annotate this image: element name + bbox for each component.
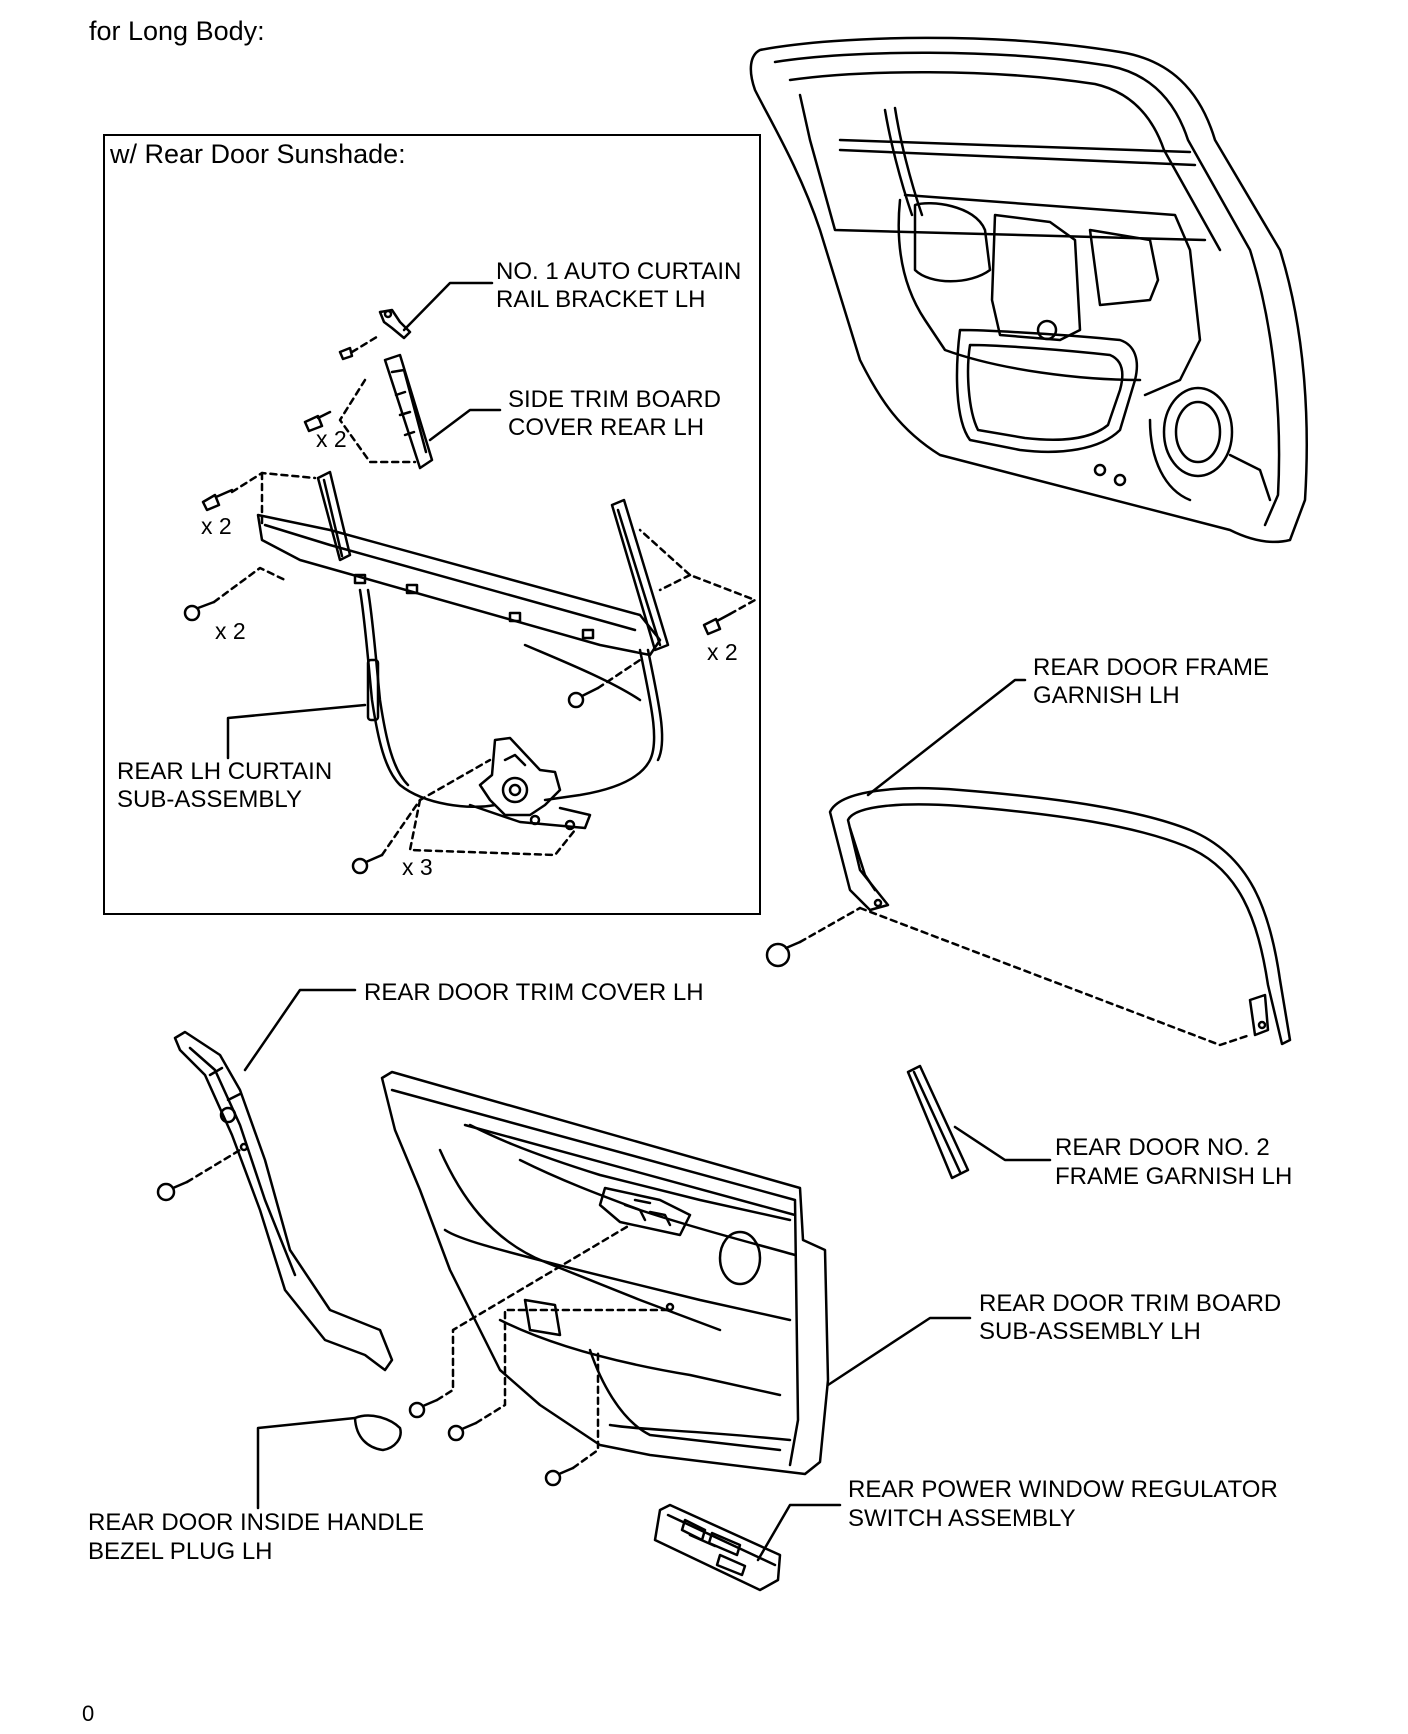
label-bezel-plug-line1: REAR DOOR INSIDE HANDLE [88, 1509, 425, 1536]
page-title: for Long Body: [89, 16, 265, 46]
qty-curtain-right-screws: x 2 [707, 639, 738, 665]
trim-cover-drawing [156, 988, 394, 1372]
frame-garnish-drawing [765, 678, 1292, 1047]
qty-curtain-upper-screws: x 2 [201, 513, 232, 539]
label-frame-garnish-line1: REAR DOOR FRAME [1033, 654, 1270, 681]
rear-curtain-drawing [183, 470, 757, 875]
label-rail-bracket-line1: NO. 1 AUTO CURTAIN [496, 258, 742, 285]
qty-curtain-left-bolts: x 2 [215, 618, 246, 644]
label-frame-garnish-line2: GARNISH LH [1033, 682, 1180, 709]
inset-title: w/ Rear Door Sunshade: [110, 139, 406, 169]
label-trim-cover: REAR DOOR TRIM COVER LH [364, 979, 704, 1006]
bezel-plug-drawing [256, 1414, 402, 1510]
label-rail-bracket-line2: RAIL BRACKET LH [496, 286, 706, 313]
label-curtain-line2: SUB-ASSEMBLY [117, 786, 302, 813]
no2-frame-garnish-drawing [906, 1064, 1052, 1180]
trim-board-drawing [380, 1070, 972, 1487]
label-side-trim-line1: SIDE TRIM BOARD [508, 386, 721, 413]
label-trim-board-line2: SUB-ASSEMBLY LH [979, 1318, 1201, 1345]
regulator-switch-drawing [653, 1503, 842, 1592]
qty-side-trim-screws: x 2 [316, 426, 347, 452]
label-no2-garnish-line1: REAR DOOR NO. 2 [1055, 1134, 1270, 1161]
rear-door-shell-drawing [749, 36, 1308, 544]
label-no2-garnish-line2: FRAME GARNISH LH [1055, 1163, 1293, 1190]
label-bezel-plug-line2: BEZEL PLUG LH [88, 1538, 273, 1565]
label-regulator-switch-line2: SWITCH ASSEMBLY [848, 1505, 1076, 1532]
rail-bracket-drawing [338, 281, 494, 361]
label-regulator-switch-line1: REAR POWER WINDOW REGULATOR [848, 1476, 1278, 1503]
label-curtain-line1: REAR LH CURTAIN [117, 758, 333, 785]
label-trim-board-line1: REAR DOOR TRIM BOARD [979, 1290, 1282, 1317]
qty-curtain-bottom-bolts: x 3 [402, 854, 433, 880]
page-mark: 0 [82, 1701, 95, 1726]
label-side-trim-line2: COVER REAR LH [508, 414, 705, 441]
sunshade-inset-frame [103, 134, 761, 915]
side-trim-cover-drawing [303, 353, 502, 470]
